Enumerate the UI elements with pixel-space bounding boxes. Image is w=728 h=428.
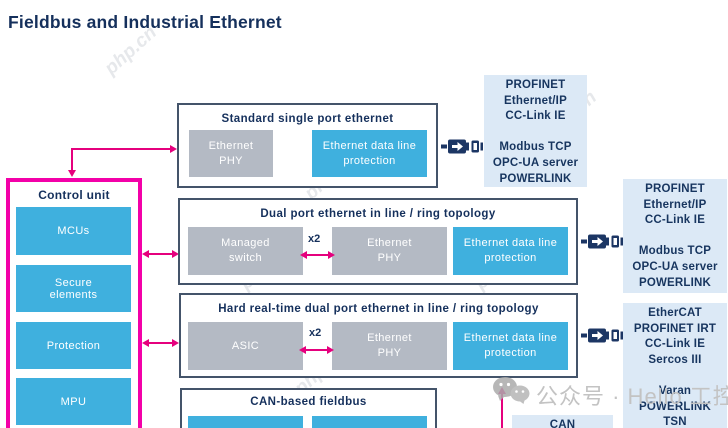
block-managed-switch: Managed switch: [188, 227, 303, 275]
page-title: Fieldbus and Industrial Ethernet: [8, 12, 282, 32]
protocol-line: [484, 125, 587, 141]
protocol-line: [623, 229, 727, 245]
ethernet-connector-icon: [581, 328, 623, 343]
protocol-line: TSN: [663, 416, 687, 428]
arrowhead-down: [68, 170, 76, 177]
protocol-line: POWERLINK: [499, 172, 572, 185]
control-unit-label: Control unit: [38, 188, 110, 202]
block-can-right: [312, 416, 427, 428]
block-asic: ASIC: [188, 322, 303, 370]
arrow-can-up: [501, 394, 503, 428]
protocol-line: PROFINET IRT: [633, 322, 717, 335]
block-ethernet-phy: Ethernet PHY: [189, 130, 273, 177]
protocols-hard-realtime-box: EtherCAT PROFINET IRT CC-Link IE Sercos …: [623, 303, 727, 428]
control-unit-item-mcus: MCUs: [16, 207, 131, 255]
protocol-line: CC-Link IE: [505, 110, 566, 123]
block-can-left: [188, 416, 303, 428]
arrow-control-to-standard: [71, 148, 172, 150]
can-based-fieldbus-box: CAN-based fieldbus: [180, 388, 437, 428]
protocol-line: POWERLINK: [638, 276, 712, 289]
control-unit-item-secure-elements: Secure elements: [16, 265, 131, 312]
protocols-standard-box: PROFINET Ethernet/IP CC-Link IE Modbus T…: [484, 75, 587, 187]
control-unit-item-protection: Protection: [16, 322, 131, 369]
protocol-line: EtherCAT: [648, 307, 702, 319]
protocol-line: CAN: [549, 419, 576, 428]
protocols-dual-box: PROFINET Ethernet/IP CC-Link IE Modbus T…: [623, 179, 727, 293]
multiplier-label: x2: [309, 327, 322, 339]
block-ethernet-data-line-protection: Ethernet data line protection: [453, 227, 568, 275]
arrow-x2-hard: [299, 346, 334, 354]
control-unit-box: Control unit MCUs Secure elements Protec…: [6, 178, 142, 428]
arrow-x2-dual: [300, 251, 335, 259]
standard-single-port-ethernet-box: Standard single port ethernet Ethernet P…: [177, 103, 438, 188]
block-ethernet-data-line-protection: Ethernet data line protection: [453, 322, 568, 370]
block-ethernet-phy: Ethernet PHY: [332, 227, 447, 275]
wechat-icon: [493, 377, 530, 404]
protocol-line: Varan: [658, 384, 692, 397]
protocol-line: PROFINET: [505, 79, 566, 91]
block-ethernet-phy: Ethernet PHY: [332, 322, 447, 370]
multiplier-label: x2: [308, 233, 321, 245]
dual-port-ethernet-box: Dual port ethernet in line / ring topolo…: [178, 198, 578, 285]
row-title: Dual port ethernet in line / ring topolo…: [260, 208, 496, 220]
protocol-line: Modbus TCP: [499, 141, 572, 154]
block-ethernet-data-line-protection: Ethernet data line protection: [312, 130, 427, 177]
row-title: Hard real-time dual port ethernet in lin…: [218, 303, 539, 315]
protocol-line: Sercos III: [648, 353, 702, 366]
arrowhead-right: [170, 145, 177, 153]
arrow-control-dual-port: [142, 250, 179, 258]
protocol-line: Ethernet/IP: [504, 94, 567, 107]
row-title: Standard single port ethernet: [221, 113, 394, 125]
protocol-line: CC-Link IE: [644, 214, 706, 227]
protocol-line: CC-Link IE: [644, 338, 706, 351]
control-unit-item-mpu: MPU: [16, 378, 131, 425]
arrow-control-to-standard: [71, 148, 73, 172]
social-watermark: 公众号 · Hello 工控: [536, 384, 728, 409]
protocol-line: OPC-UA server: [632, 260, 718, 273]
protocol-line: OPC-UA server: [492, 156, 579, 169]
row-title: CAN-based fieldbus: [250, 396, 367, 408]
ethernet-connector-icon: [581, 234, 623, 249]
protocols-can-box: CAN: [512, 415, 613, 428]
hard-realtime-ethernet-box: Hard real-time dual port ethernet in lin…: [179, 293, 578, 378]
protocol-line: Modbus TCP: [638, 245, 712, 258]
protocol-line: Ethernet/IP: [643, 198, 707, 211]
protocol-line: POWERLINK: [638, 400, 712, 413]
ethernet-connector-icon: [441, 139, 483, 154]
protocol-line: PROFINET: [645, 183, 705, 195]
arrow-control-hard-realtime: [142, 339, 179, 347]
